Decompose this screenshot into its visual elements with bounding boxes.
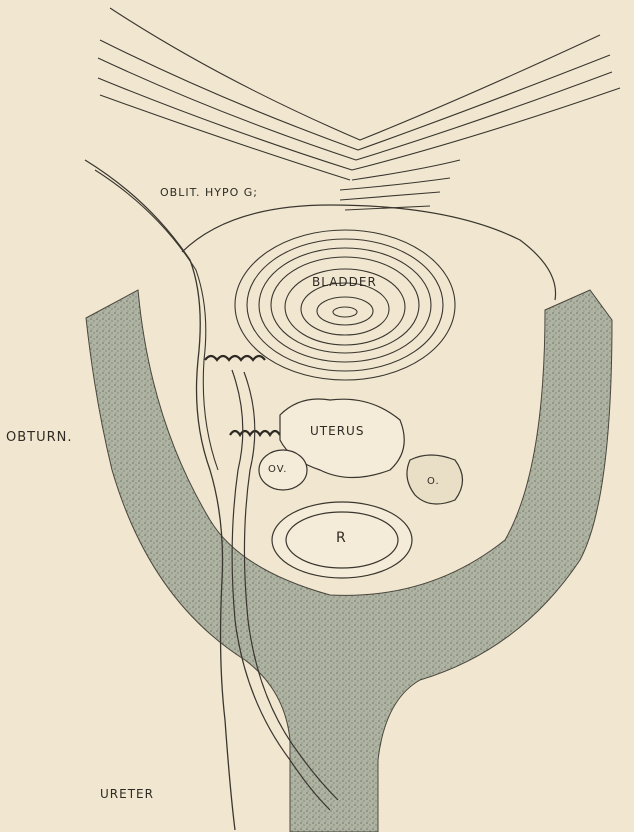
label-oblit-hypog: OBLIT. HYPO G; (160, 186, 258, 199)
label-obturn: OBTURN. (6, 430, 73, 445)
label-ureter: URETER (100, 787, 154, 801)
label-ovary-right: O. (427, 476, 440, 487)
label-rectum: R (336, 530, 347, 546)
uterine-artery (205, 356, 265, 360)
label-ovary: OV. (268, 464, 287, 475)
label-uterus: UTERUS (310, 424, 364, 438)
ligament-lines (98, 8, 620, 210)
bladder (235, 230, 455, 380)
label-bladder: BLADDER (312, 275, 377, 289)
